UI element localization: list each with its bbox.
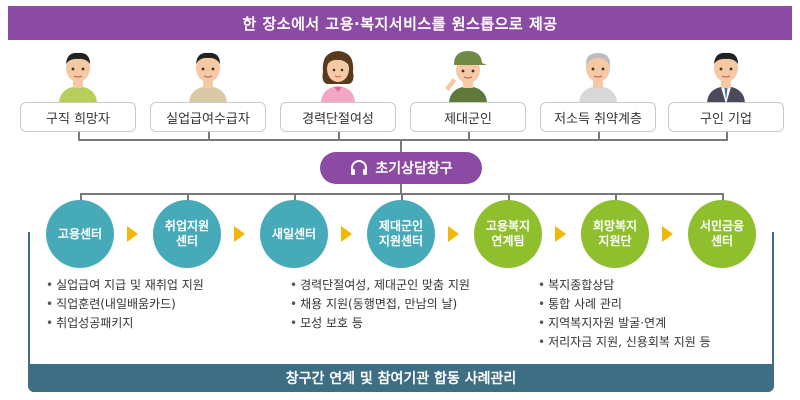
list-item: 직업훈련(내일배움카드) [46, 295, 204, 314]
persona-veteran: 제대군인 [410, 48, 526, 134]
list-item: 저리자금 지원, 신용회복 지원 등 [538, 333, 711, 352]
list-item: 모성 보호 등 [290, 314, 470, 333]
center-microfinance: 서민금융 센터 [688, 200, 756, 268]
center-tick-2 [187, 193, 189, 201]
list-item: 실업급여 지급 및 재취업 지원 [46, 276, 204, 295]
woman-pink-shirt-icon [321, 51, 355, 104]
joint-case-management-bar: 창구간 연계 및 참여기관 합동 사례관리 [30, 364, 772, 392]
elderly-man-icon [579, 53, 617, 104]
man-green-shirt-icon [59, 52, 97, 104]
persona-label: 구직 희망자 [20, 102, 136, 132]
center-tick-4 [401, 193, 403, 201]
flow-arrow-icon [555, 226, 566, 242]
persona-career-break-woman: 경력단절여성 [280, 48, 396, 134]
center-connector-rise [400, 184, 402, 194]
soldier-icon [445, 51, 487, 104]
center-tick-5 [508, 193, 510, 201]
persona-tick-5 [598, 132, 600, 140]
persona-label: 제대군인 [410, 102, 526, 132]
flow-arrow-icon [341, 226, 352, 242]
businessman-icon [707, 52, 745, 104]
persona-tick-4 [468, 132, 470, 140]
welfare-services-list: 복지종합상담 통합 사례 관리 지역복지자원 발굴·연계 저리자금 지원, 신용… [538, 276, 711, 352]
center-tick-7 [722, 193, 724, 201]
center-employment-welfare-team: 고용복지 연계팀 [474, 200, 542, 268]
center-job-support: 취업지원 센터 [153, 200, 221, 268]
persona-low-income: 저소득 취약계층 [540, 48, 656, 134]
persona-connector-horizontal [78, 139, 728, 141]
persona-label: 구인 기업 [668, 102, 784, 132]
persona-tick-3 [338, 132, 340, 140]
headset-icon [351, 160, 368, 175]
persona-job-seeker: 구직 희망자 [20, 48, 136, 134]
flow-arrow-icon [127, 226, 138, 242]
persona-tick-1 [78, 132, 80, 140]
center-employment: 고용센터 [46, 200, 114, 268]
flow-arrow-icon [448, 226, 459, 242]
list-item: 통합 사례 관리 [538, 295, 711, 314]
center-tick-1 [80, 193, 82, 201]
persona-label: 저소득 취약계층 [540, 102, 656, 132]
flow-arrow-icon [662, 226, 673, 242]
center-tick-3 [294, 193, 296, 201]
list-item: 취업성공패키지 [46, 314, 204, 333]
center-veterans: 제대군인 지원센터 [367, 200, 435, 268]
persona-unemployment-recipient: 실업급여수급자 [150, 48, 266, 134]
employment-services-list: 실업급여 지급 및 재취업 지원 직업훈련(내일배움카드) 취업성공패키지 [46, 276, 204, 333]
list-item: 경력단절여성, 제대군인 맞춤 지원 [290, 276, 470, 295]
consultation-label: 초기상담창구 [375, 161, 453, 177]
initial-consultation-window: 초기상담창구 [320, 152, 482, 184]
persona-label: 경력단절여성 [280, 102, 396, 132]
center-tick-6 [615, 193, 617, 201]
persona-tick-2 [208, 132, 210, 140]
flow-arrow-icon [234, 226, 245, 242]
top-banner: 한 장소에서 고용·복지서비스를 원스톱으로 제공 [8, 6, 792, 40]
list-item: 채용 지원(동행면접, 만남의 날) [290, 295, 470, 314]
persona-hiring-company: 구인 기업 [668, 48, 784, 134]
man-beige-shirt-icon [189, 52, 227, 104]
special-support-list: 경력단절여성, 제대군인 맞춤 지원 채용 지원(동행면접, 만남의 날) 모성… [290, 276, 470, 333]
persona-connector-drop [400, 139, 402, 153]
persona-tick-6 [726, 132, 728, 140]
center-hope-welfare: 희망복지 지원단 [581, 200, 649, 268]
center-saeil: 새일센터 [260, 200, 328, 268]
persona-label: 실업급여수급자 [150, 102, 266, 132]
list-item: 지역복지자원 발굴·연계 [538, 314, 711, 333]
list-item: 복지종합상담 [538, 276, 711, 295]
